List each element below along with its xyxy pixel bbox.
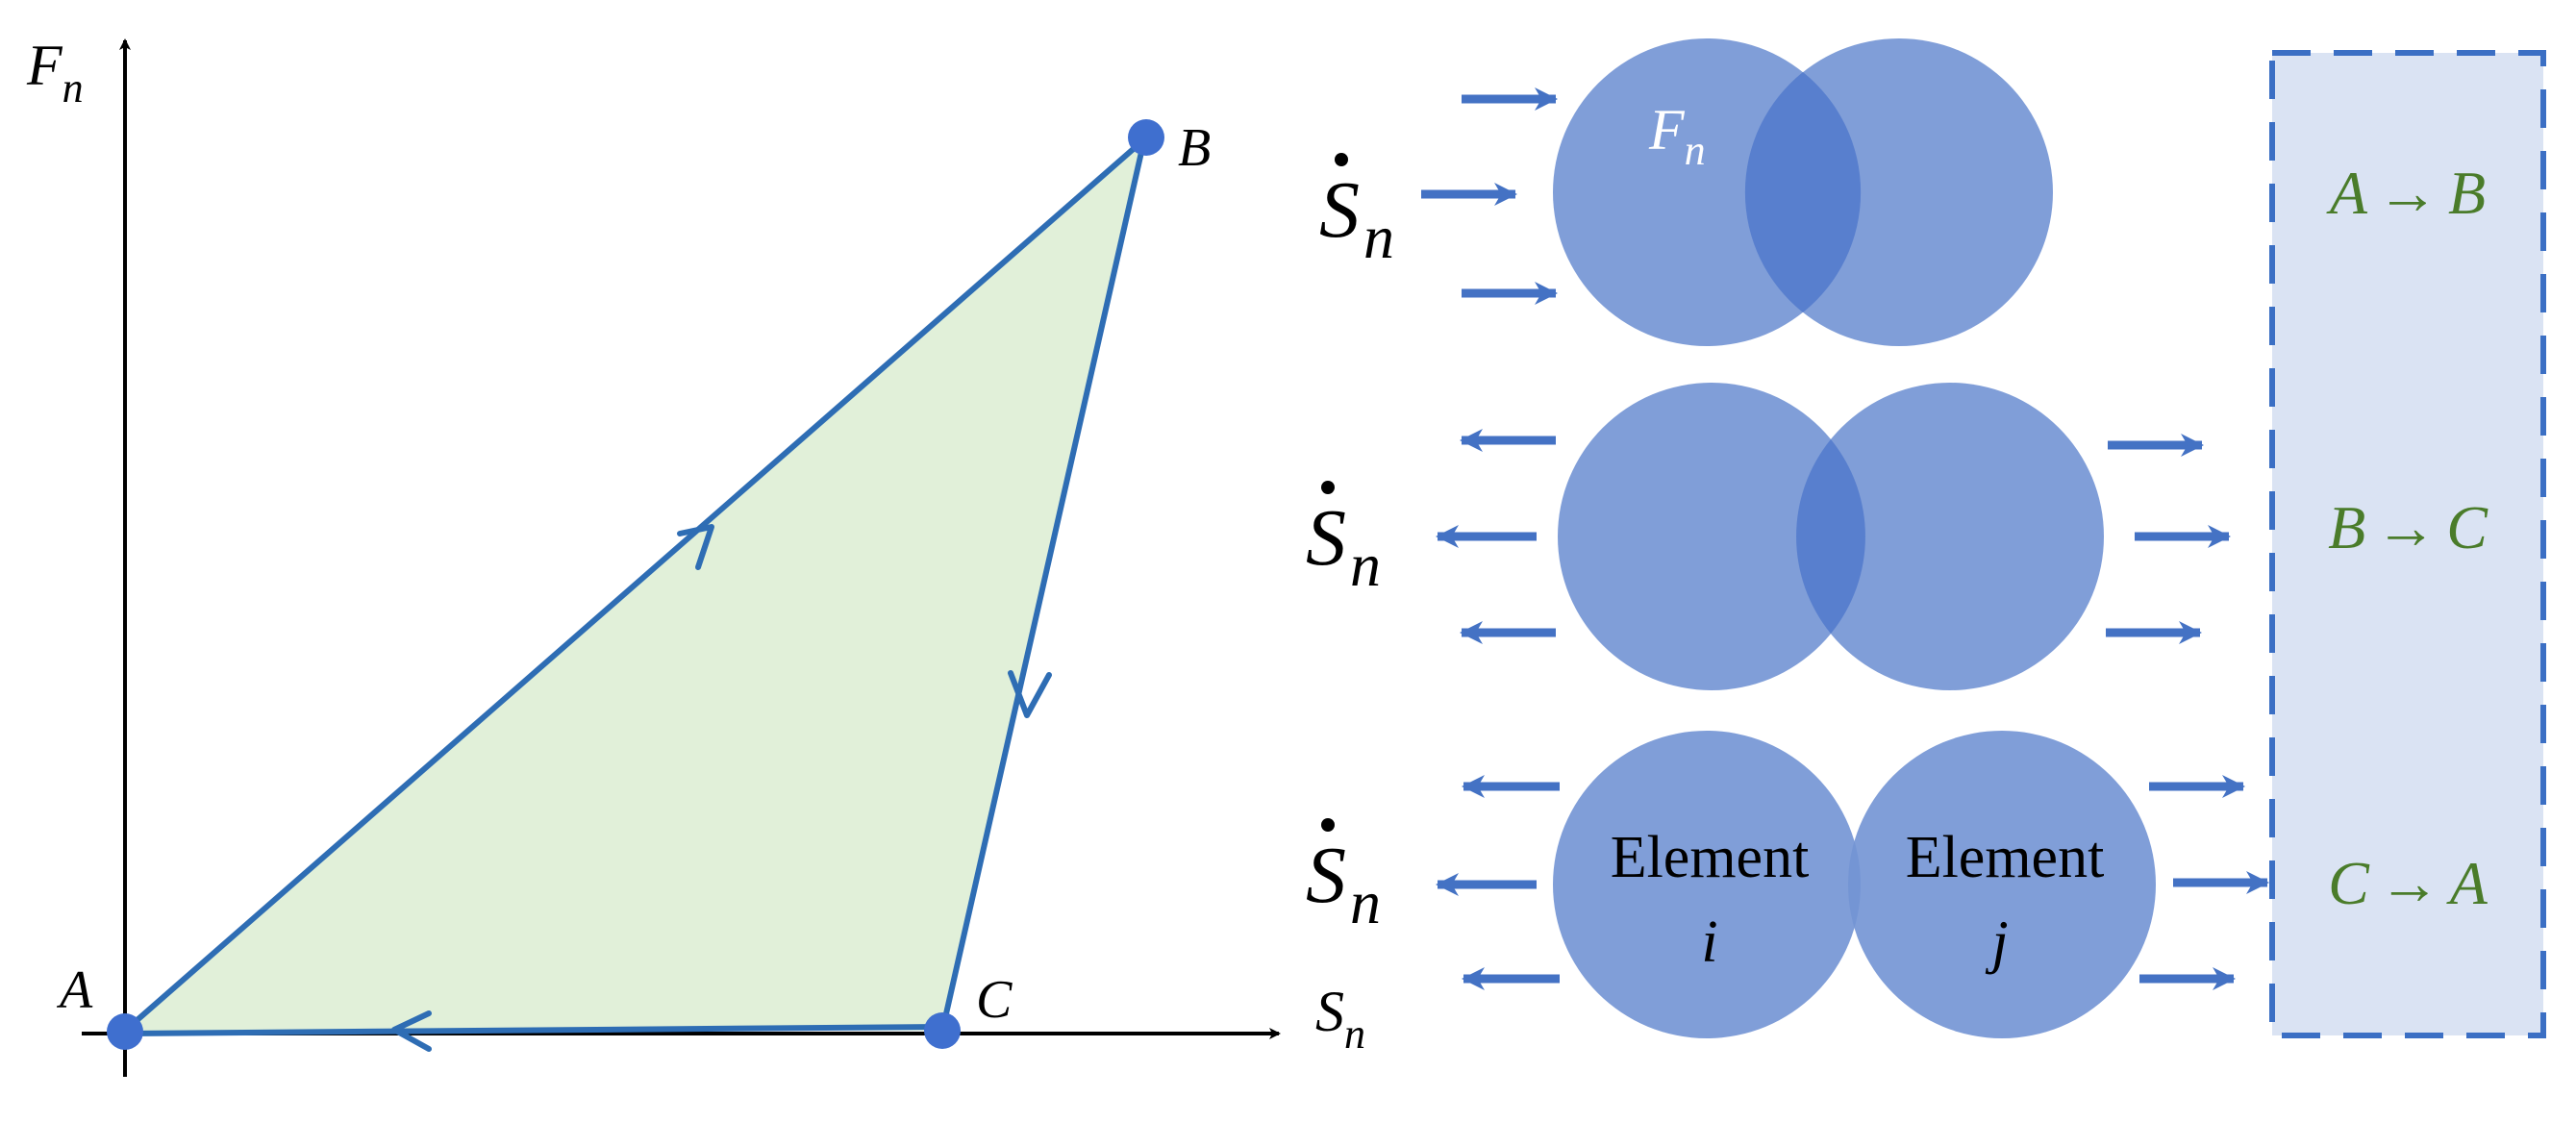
force-label: Fn xyxy=(1648,98,1706,174)
rate-label-row-2-sub: n xyxy=(1350,531,1381,599)
rate-label-row-3-main: S xyxy=(1306,831,1346,920)
point-b-label: B xyxy=(1178,118,1211,178)
stage-from: B xyxy=(2328,493,2365,561)
path-a-to-b xyxy=(123,137,1146,1034)
rate-label-row-3-sub: n xyxy=(1350,868,1381,936)
contact-row-a-b: S n Fn xyxy=(1319,38,2053,346)
y-axis-label-main: F xyxy=(26,34,63,97)
point-a xyxy=(107,1013,143,1050)
stage-from: C xyxy=(2328,849,2370,917)
contact-rows: S n Fn S n xyxy=(1306,38,2269,1038)
rate-label-row-3: S n xyxy=(1306,818,1381,936)
loop-path xyxy=(123,137,1147,1036)
x-axis-label: Sn xyxy=(1315,980,1365,1058)
stage-label-c-a: C→A xyxy=(2328,849,2488,917)
stage-panel: A→B B→C C→A xyxy=(2269,50,2546,1038)
direction-arrow-c-a xyxy=(391,1010,432,1052)
point-b xyxy=(1128,119,1164,156)
element-i-circle xyxy=(1553,731,1861,1038)
rate-label-row-1-sub: n xyxy=(1363,203,1394,271)
stage-panel-box xyxy=(2269,50,2546,1038)
rate-label-row-1: S n xyxy=(1319,153,1394,271)
point-c-label: C xyxy=(976,970,1013,1030)
rate-label-row-2-dot xyxy=(1321,481,1335,494)
point-a-label: A xyxy=(56,960,93,1020)
stage-arrow: → xyxy=(2375,493,2437,561)
stage-to: A xyxy=(2446,849,2488,917)
element-j-label: Element xyxy=(1906,825,2105,890)
rate-label-row-2: S n xyxy=(1306,481,1381,599)
contact-row-c-a: S n Element i Element j xyxy=(1306,731,2269,1038)
rate-label-row-3-dot xyxy=(1321,818,1335,832)
rate-label-row-1-main: S xyxy=(1319,165,1360,255)
stage-label-a-b: A→B xyxy=(2326,159,2486,227)
overlap-region xyxy=(1796,439,1865,634)
stage-from: A xyxy=(2326,159,2368,227)
stage-to: B xyxy=(2448,159,2486,227)
stage-arrow: → xyxy=(2379,849,2440,917)
stage-to: C xyxy=(2446,493,2488,561)
direction-arrow-a-b xyxy=(677,524,714,570)
stage-label-b-c: B→C xyxy=(2328,493,2488,561)
stage-arrow: → xyxy=(2377,159,2438,227)
path-b-to-c xyxy=(939,138,1147,1032)
force-displacement-graph: A B C Fn Sn xyxy=(26,34,1365,1077)
path-c-to-a xyxy=(124,1024,943,1036)
point-c xyxy=(924,1012,961,1049)
rate-label-row-2-main: S xyxy=(1306,493,1346,583)
rate-label-row-1-dot xyxy=(1335,153,1348,166)
y-axis-label: Fn xyxy=(26,34,84,112)
element-j-circle xyxy=(1848,731,2156,1038)
x-axis-label-main: S xyxy=(1315,980,1344,1043)
overlap-region xyxy=(1744,72,1862,312)
element-i-index: i xyxy=(1701,910,1717,975)
direction-arrow-b-c xyxy=(1008,670,1052,718)
element-i-label: Element xyxy=(1611,825,1810,890)
force-label-sub: n xyxy=(1685,127,1706,174)
contact-row-b-c: S n xyxy=(1306,383,2231,690)
force-label-main: F xyxy=(1648,98,1686,162)
y-axis-label-sub: n xyxy=(63,64,84,112)
x-axis-label-sub: n xyxy=(1344,1010,1365,1058)
